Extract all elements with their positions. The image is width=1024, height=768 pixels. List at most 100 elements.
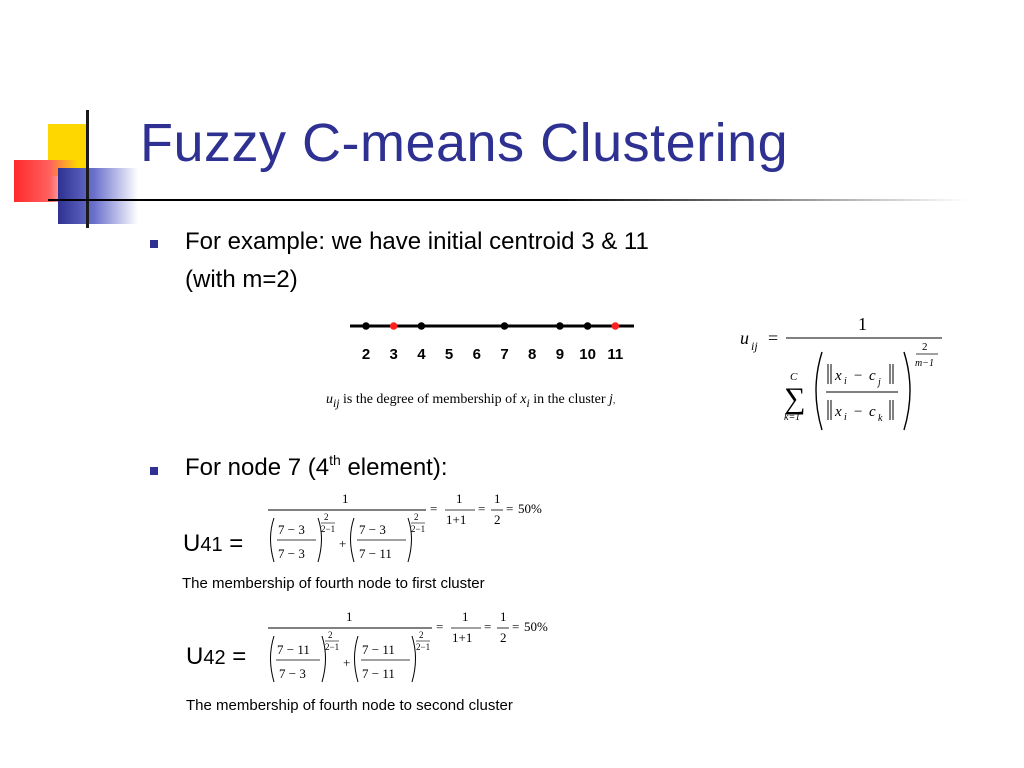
u41-eq2: = [430,501,437,516]
note-x: x [520,392,527,407]
u42-label: U42 = [186,643,246,671]
formula-right-paren [903,351,911,431]
u42-eq: = [225,643,247,670]
u42-a-exp-den: 2−1 [325,642,339,652]
note-text-1: is the degree of membership of [339,392,521,407]
u41-label: U41 = [183,530,243,558]
u42-plus: + [343,655,350,670]
u41-frac2-num: 1 [456,491,463,506]
centroid-point [611,322,620,330]
u42-a-lparen [270,635,275,683]
formula-top-minus: − [854,368,862,384]
number-line-tick-label: 3 [390,346,398,363]
u42-a-den: 7 − 3 [279,666,306,681]
u42-b-exp-den: 2−1 [416,642,430,652]
u42-frac3-den: 2 [500,630,507,645]
u42-numerator: 1 [346,609,353,624]
bullet-2-sup: th [329,452,341,468]
bullet-2-pre: For node 7 (4 [185,454,330,481]
u41-numerator: 1 [342,491,349,506]
u42-eq3: = [484,619,491,634]
u41-a-exp-num: 2 [324,512,329,522]
note-text-2: in the cluster [529,392,610,407]
u41-sub: 41 [200,534,223,556]
u41-result: 50% [518,501,542,516]
u41-caption: The membership of fourth node to first c… [182,575,485,592]
u41-frac3-num: 1 [494,491,501,506]
data-point [417,322,426,330]
decor-blue-square [58,168,138,224]
u41-b-rparen [407,517,412,563]
number-line-tick-label: 6 [473,346,481,363]
formula-top-c: c [869,368,876,384]
u41-a-lparen [270,517,275,563]
u41-u: U [183,530,201,557]
u41-plus: + [339,536,346,551]
centroid-point [389,322,398,330]
formula-bottom-x: x [834,404,842,420]
formula-top-x-sub: i [844,376,847,387]
formula-bottom-c: c [869,404,876,420]
u41-b-exp-num: 2 [414,512,419,522]
note-j: j [609,392,613,407]
number-line-tick-label: 11 [607,346,623,363]
u42-b-num: 7 − 11 [362,642,395,657]
formula-bottom-minus: − [854,404,862,420]
u41-b-exp-den: 2−1 [411,524,425,534]
membership-note: uij is the degree of membership of xi in… [326,392,615,410]
u42-frac2-num: 1 [462,609,469,624]
number-line-tick-label: 4 [417,346,426,363]
membership-formula: u ij = 1 C ∑ k=1 x i − c j x i − c k 2 m… [740,314,942,431]
number-line-tick-label: 5 [445,346,453,363]
note-x-sub: i [526,396,530,410]
decor-vertical-line [86,110,89,228]
formula-sum-top: C [790,371,798,383]
bullet-2-post: element): [340,454,448,481]
u42-caption: The membership of fourth node to second … [186,697,513,714]
slide-title: Fuzzy C-means Clustering [140,113,789,173]
formula-bottom-x-sub: i [844,412,847,423]
bullet-2-text: For node 7 (4th element): [185,452,448,482]
data-point [583,322,592,330]
bullet-1-line-1: For example: we have initial centroid 3 … [185,228,649,255]
data-point [556,322,564,330]
u42-u: U [186,643,204,670]
u41-frac3-den: 2 [494,512,501,527]
u41-a-den: 7 − 3 [278,546,305,561]
u42-result: 50% [524,619,548,634]
formula-top-c-sub: j [876,377,881,388]
bullet-marker-2 [150,467,158,475]
u42-b-rparen [411,635,416,683]
number-line-tick-label: 10 [579,346,596,363]
u41-eq4: = [506,501,513,516]
u42-eq2: = [436,619,443,634]
title-divider [48,199,968,201]
formula-top-x: x [834,368,842,384]
u42-b-exp-num: 2 [419,630,424,640]
formula-exp-num: 2 [922,341,928,353]
u42-a-num: 7 − 11 [277,642,310,657]
u41-b-num: 7 − 3 [359,522,386,537]
u41-eq: = [222,530,244,557]
u41-a-rparen [317,517,322,563]
formula-equals: = [768,328,778,348]
formula-sigma: ∑ [784,382,805,415]
u42-formula: 1 7 − 11 7 − 3 2 2−1 + 7 − 11 7 − 11 2 2… [268,609,548,683]
number-line-tick-label: 2 [362,346,370,363]
u41-eq3: = [478,501,485,516]
formula-numerator: 1 [858,314,867,334]
note-u-sub: ij [333,396,340,410]
u42-a-rparen [321,635,326,683]
data-point [362,322,370,330]
u42-sub: 42 [203,647,226,669]
number-line-tick-label: 7 [500,346,508,363]
formula-bottom-c-sub: k [878,413,883,424]
formula-exp-den: m−1 [915,358,934,369]
data-point [500,322,509,330]
u42-a-exp-num: 2 [328,630,333,640]
u41-b-lparen [350,517,355,563]
formula-u: u [740,328,749,348]
formula-u-sub: ij [751,339,758,353]
u42-frac2-den: 1+1 [452,630,472,645]
